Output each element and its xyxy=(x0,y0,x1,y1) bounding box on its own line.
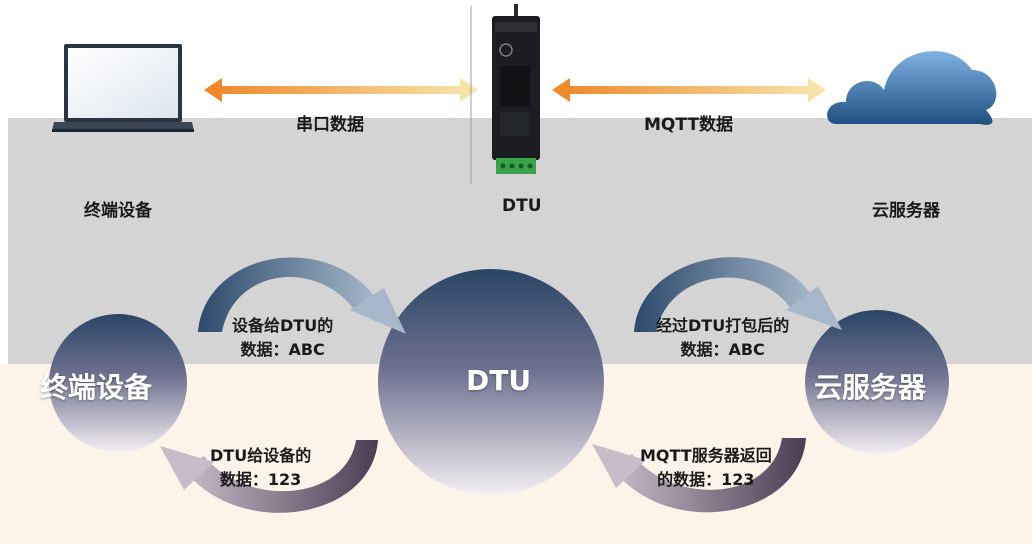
device-to-dtu-line-2: 数据：ABC xyxy=(240,340,325,359)
mqtt-data-label: MQTT数据 xyxy=(644,115,733,135)
dtu-device-icon xyxy=(470,4,540,184)
dtu-circle xyxy=(378,269,604,495)
dtu-to-cloud-text: 经过DTU打包后的 数据：ABC xyxy=(656,314,789,362)
cloud-server-label: 云服务器 xyxy=(872,201,940,221)
device-to-dtu-arrow xyxy=(198,257,406,334)
terminal-circle xyxy=(49,314,187,452)
terminal-device-label: 终端设备 xyxy=(84,201,152,221)
cloud-icon xyxy=(827,51,997,125)
dtu-to-cloud-line-2: 数据：ABC xyxy=(680,340,765,359)
serial-data-arrow xyxy=(204,78,478,102)
cloud-circle-label: 云服务器 xyxy=(814,371,927,404)
cloud-to-dtu-text: MQTT服务器返回 的数据：123 xyxy=(640,444,772,492)
cloud-to-dtu-arrow xyxy=(592,438,806,513)
dtu-to-device-line-1: DTU给设备的 xyxy=(210,446,312,465)
serial-data-label: 串口数据 xyxy=(296,115,364,135)
mqtt-data-arrow xyxy=(552,78,826,102)
dtu-circle-label: DTU xyxy=(466,364,532,397)
dtu-to-cloud-arrow xyxy=(634,257,842,332)
dtu-to-device-arrow xyxy=(160,440,378,513)
cloud-to-dtu-line-1: MQTT服务器返回 xyxy=(640,446,772,465)
device-to-dtu-line-1: 设备给DTU的 xyxy=(232,316,334,335)
cloud-circle xyxy=(805,310,949,454)
device-to-dtu-text: 设备给DTU的 数据：ABC xyxy=(232,314,333,362)
laptop-icon xyxy=(52,44,194,132)
dtu-to-cloud-line-1: 经过DTU打包后的 xyxy=(656,316,790,335)
dtu-to-device-line-2: 数据：123 xyxy=(219,470,302,489)
dtu-label: DTU xyxy=(502,196,542,216)
dtu-to-device-text: DTU给设备的 数据：123 xyxy=(210,444,311,492)
terminal-circle-label: 终端设备 xyxy=(40,371,153,404)
cloud-to-dtu-line-2: 的数据：123 xyxy=(657,470,755,489)
